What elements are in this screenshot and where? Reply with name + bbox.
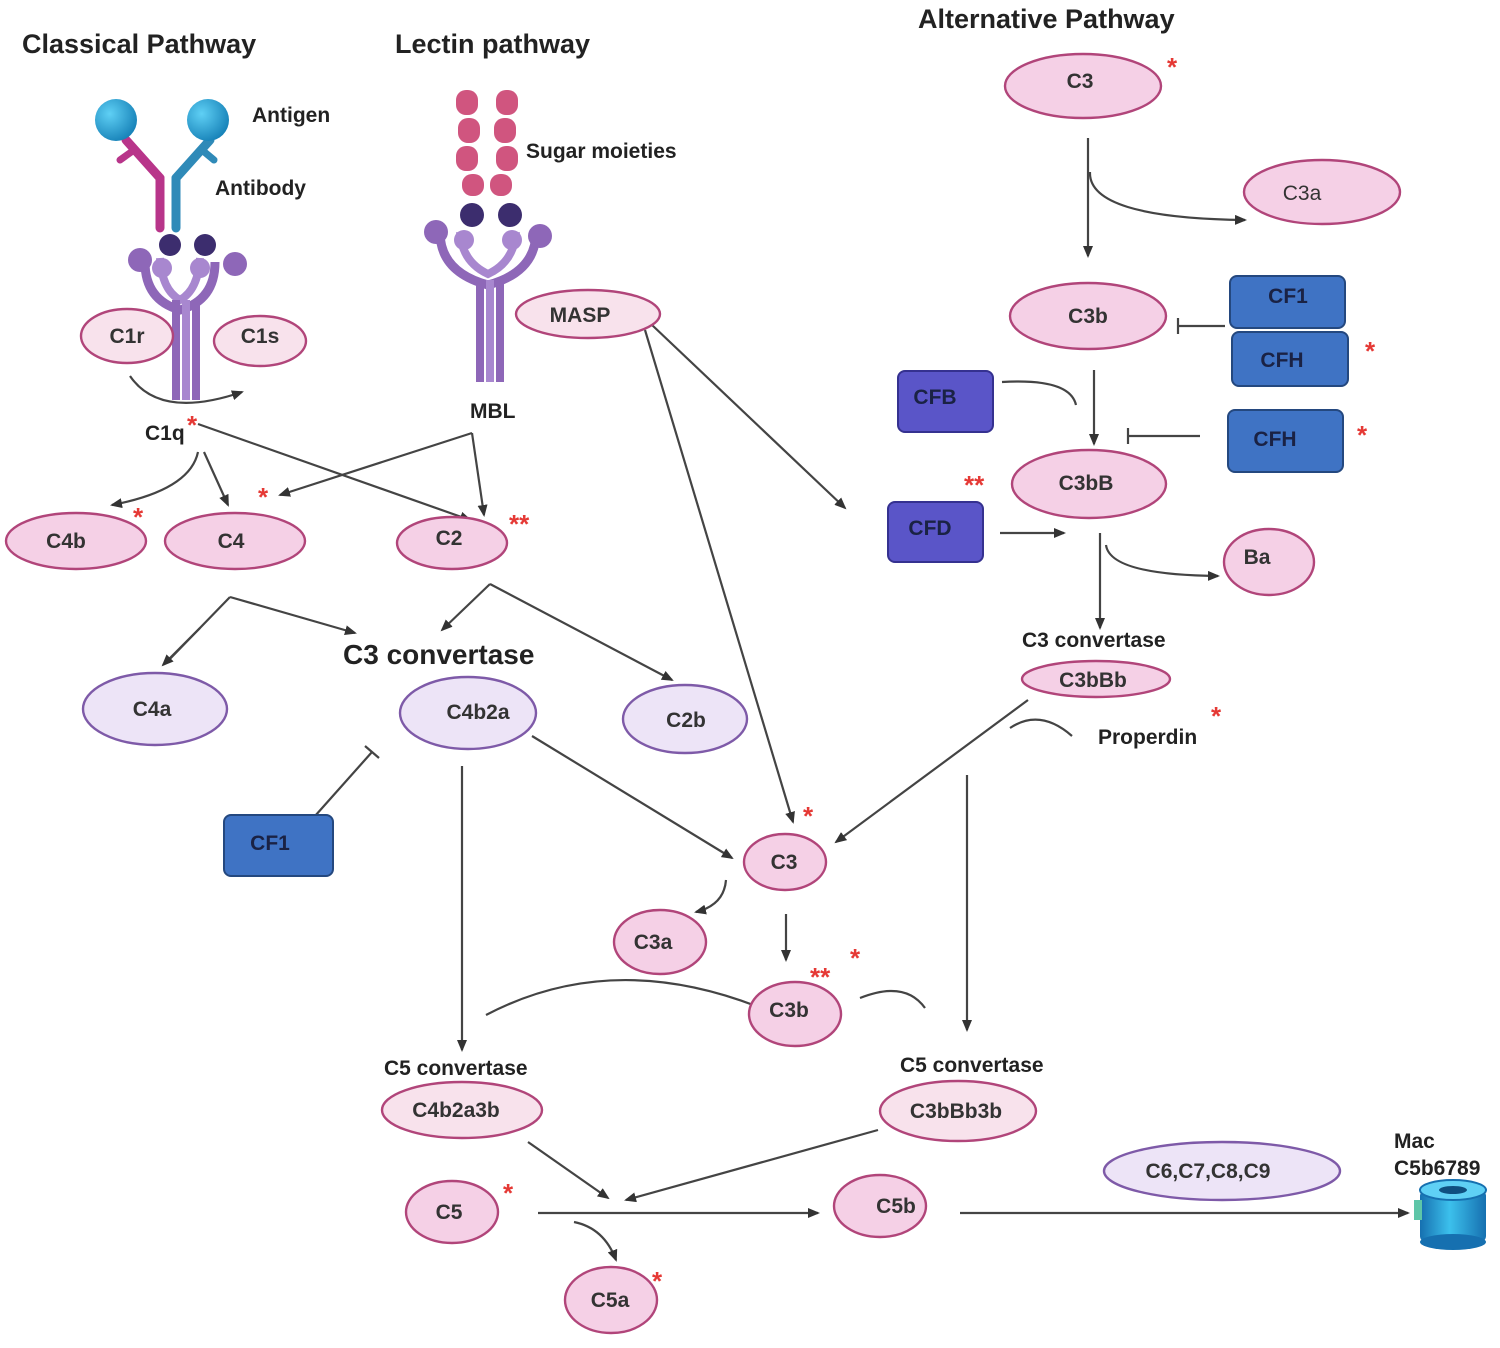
alternative-pathway-title: Alternative Pathway xyxy=(918,4,1175,34)
c4-marker: * xyxy=(258,482,269,512)
masp-label: MASP xyxy=(550,304,611,327)
c5-convertase-left-label: C5 convertase xyxy=(384,1057,528,1080)
c3b-alt-node xyxy=(1008,281,1168,351)
c1r-node xyxy=(79,307,175,365)
c3b-mid-node xyxy=(747,980,843,1048)
c3a-alt-label: C3a xyxy=(1283,182,1322,205)
c1s-node xyxy=(212,314,308,368)
c5b-label: C5b xyxy=(876,1195,916,1218)
ba-label: Ba xyxy=(1244,546,1271,569)
c4b-label: C4b xyxy=(46,530,86,553)
c2b-node xyxy=(621,683,749,755)
c1q-label: C1q xyxy=(145,422,185,445)
c2-label: C2 xyxy=(436,527,463,550)
cfh-mid-marker: * xyxy=(1357,420,1368,450)
ba-node xyxy=(1222,527,1316,597)
sugar-moieties-icon xyxy=(456,90,518,196)
c2-node xyxy=(395,515,509,571)
c4a-node xyxy=(81,671,229,747)
c6789-node xyxy=(1102,1140,1342,1202)
c3-convertase-alt-label: C3 convertase xyxy=(1022,629,1166,652)
cfh-mid-label: CFH xyxy=(1253,428,1296,451)
sugar-moieties-label: Sugar moieties xyxy=(526,140,677,163)
c5-label: C5 xyxy=(436,1201,463,1224)
c1q-marker: * xyxy=(187,410,198,440)
masp-node xyxy=(514,288,662,340)
c5-node xyxy=(404,1179,500,1245)
c3a-mid-label: C3a xyxy=(634,931,673,954)
c6789-label: C6,C7,C8,C9 xyxy=(1146,1160,1271,1183)
cfd-label: CFD xyxy=(908,517,951,540)
cf1-left-box xyxy=(223,814,334,877)
c4-node xyxy=(163,511,307,571)
cf1-left-label: CF1 xyxy=(250,832,290,855)
connectors xyxy=(110,138,1410,1262)
c3-alt-marker: * xyxy=(1167,52,1178,82)
mac-sub-label: C5b6789 xyxy=(1394,1157,1480,1180)
c3b-mid-label: C3b xyxy=(769,999,809,1022)
c3-alt-label: C3 xyxy=(1067,70,1094,93)
mac-label: Mac xyxy=(1394,1130,1435,1153)
c3-alt-node xyxy=(1003,52,1163,120)
cf1-alt-label: CF1 xyxy=(1268,285,1308,308)
c3b-mid-double-marker: ** xyxy=(810,962,831,992)
c1r-label: C1r xyxy=(109,325,144,348)
c3bb-marker: ** xyxy=(964,470,985,500)
c3bbb3b-label: C3bBb3b xyxy=(910,1100,1002,1123)
c4b2a3b-label: C4b2a3b xyxy=(412,1099,500,1122)
mac-pore-icon xyxy=(1414,1179,1487,1250)
c5-marker: * xyxy=(503,1178,514,1208)
c3bbb-label: C3bBb xyxy=(1059,669,1127,692)
classical-pathway-title: Classical Pathway xyxy=(22,29,256,59)
c3bbb-node xyxy=(1020,659,1172,699)
c1q-complex-icon xyxy=(128,234,247,400)
c3b-alt-label: C3b xyxy=(1068,305,1108,328)
c3-mid-node xyxy=(742,832,828,892)
lectin-pathway-title: Lectin pathway xyxy=(395,29,590,59)
c5-convertase-right-label: C5 convertase xyxy=(900,1054,1044,1077)
cfd-box xyxy=(887,501,984,563)
c3bb-label: C3bB xyxy=(1059,472,1114,495)
c4b2a3b-node xyxy=(380,1080,544,1140)
c3-mid-label: C3 xyxy=(771,851,798,874)
c3a-alt-node xyxy=(1242,158,1402,226)
cfb-box xyxy=(897,370,994,433)
c4a-label: C4a xyxy=(133,698,172,721)
c2b-label: C2b xyxy=(666,709,706,732)
properdin-marker: * xyxy=(1211,701,1222,731)
mbl-icon xyxy=(424,203,552,382)
c4b-node xyxy=(4,511,148,571)
antibody-antigen-icon xyxy=(95,99,229,233)
c3bb-node xyxy=(1010,448,1168,520)
mbl-label: MBL xyxy=(470,400,516,423)
cfh-mid-box xyxy=(1227,409,1344,473)
c5a-marker: * xyxy=(652,1266,663,1296)
cf1-alt-box xyxy=(1229,275,1346,329)
c3bbb3b-node xyxy=(878,1079,1038,1143)
antibody-label: Antibody xyxy=(215,177,306,200)
c5a-node xyxy=(563,1265,659,1335)
cfh-top-box xyxy=(1231,331,1349,387)
c4-label: C4 xyxy=(218,530,245,553)
c4b-marker: * xyxy=(133,502,144,532)
cfh-top-label: CFH xyxy=(1260,349,1303,372)
c3-convertase-heading: C3 convertase xyxy=(343,639,534,670)
c3b-mid-marker: * xyxy=(850,943,861,973)
c5a-label: C5a xyxy=(591,1289,630,1312)
c4b2a-node xyxy=(398,675,538,751)
cfh-top-marker: * xyxy=(1365,336,1376,366)
c2-marker: ** xyxy=(509,509,530,539)
c5b-node xyxy=(832,1173,928,1239)
c4b2a-label: C4b2a xyxy=(446,701,509,724)
c3-mid-marker: * xyxy=(803,801,814,831)
antigen-label: Antigen xyxy=(252,104,330,127)
cfb-label: CFB xyxy=(913,386,956,409)
properdin-label: Properdin xyxy=(1098,726,1197,749)
c1s-label: C1s xyxy=(241,325,280,348)
c3a-mid-node xyxy=(612,908,708,976)
